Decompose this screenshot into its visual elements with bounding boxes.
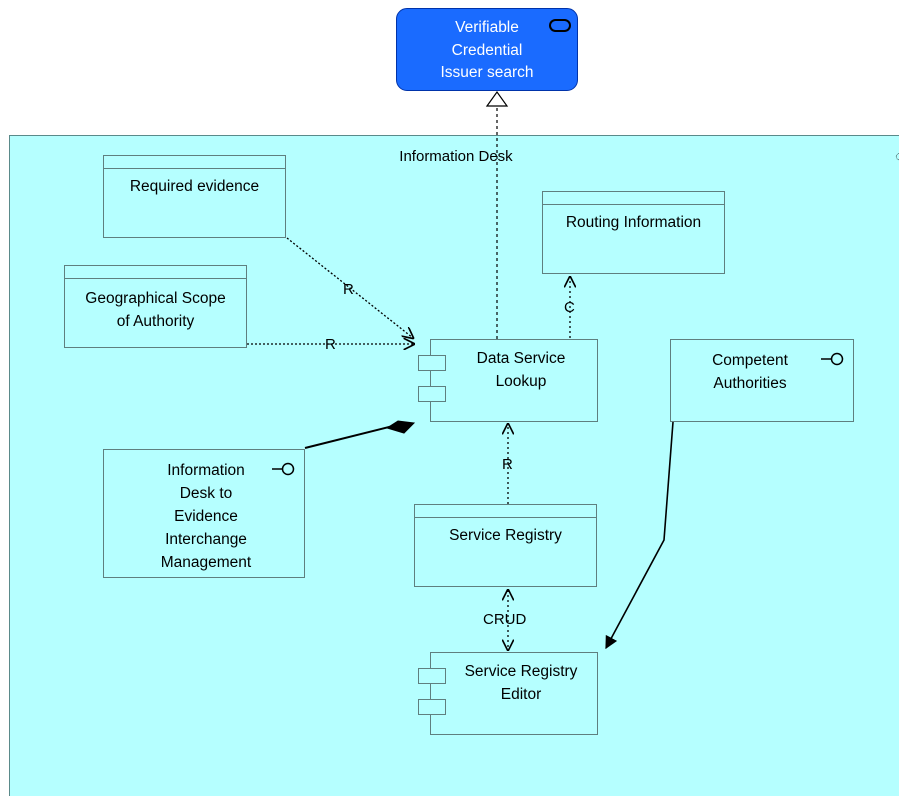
edge-label-required: R	[343, 281, 354, 298]
interface-label-line: Authorities	[713, 375, 787, 392]
object-label: Service Registry	[449, 527, 562, 544]
routing-information-object[interactable]: Routing Information	[542, 191, 725, 274]
object-label-line: Geographical Scope	[85, 290, 226, 307]
interface-label-line: Evidence	[174, 508, 238, 525]
component-label-line: Data Service	[476, 350, 566, 367]
interface-label-line: Interchange	[165, 531, 247, 548]
component-tab	[418, 668, 446, 684]
interface-icon	[272, 462, 295, 476]
interface-label-line: Desk to	[179, 485, 233, 502]
required-evidence-object[interactable]: Required evidence	[103, 155, 286, 238]
interface-label-line: Competent	[712, 352, 788, 369]
object-label-line: of Authority	[116, 313, 195, 330]
component-tab	[418, 355, 446, 371]
collaboration-icon: ◌	[895, 148, 899, 165]
interface-label-line: Information	[167, 462, 245, 479]
interface-icon	[821, 352, 844, 366]
object-label: Required evidence	[129, 178, 260, 195]
component-label-line: Lookup	[495, 373, 547, 390]
object-label: Routing Information	[565, 214, 702, 231]
object-header	[104, 156, 285, 169]
edge-label-routing: C	[564, 299, 575, 316]
service-label-line: Credential	[451, 41, 523, 59]
component-tab	[418, 699, 446, 715]
edge-label-crud: CRUD	[483, 611, 527, 628]
interface-label-line: Management	[160, 554, 252, 571]
object-header	[415, 505, 596, 518]
component-tab	[418, 386, 446, 402]
service-label-line: Verifiable	[455, 19, 519, 36]
service-icon	[549, 19, 571, 32]
service-registry-object[interactable]: Service Registry	[414, 504, 597, 587]
edge-label-geo: R	[325, 336, 336, 353]
competent-authorities-interface[interactable]: Competent Authorities	[670, 339, 854, 422]
data-service-lookup-component[interactable]: Data Service Lookup	[418, 339, 598, 422]
service-registry-editor-component[interactable]: Service Registry Editor	[418, 652, 598, 735]
service-label-line: Issuer search	[440, 64, 534, 81]
geographical-scope-object[interactable]: Geographical Scope of Authority	[64, 265, 247, 348]
edge-label-registry: R	[502, 456, 513, 473]
component-label-line: Service Registry	[464, 663, 578, 680]
group-title: Information Desk	[399, 148, 513, 165]
object-header	[65, 266, 246, 279]
object-header	[543, 192, 724, 205]
realization-triangle	[485, 90, 509, 107]
verifiable-credential-issuer-search-service[interactable]: Verifiable Credential Issuer search	[396, 8, 578, 91]
component-label-line: Editor	[500, 686, 542, 703]
information-desk-interface[interactable]: Information Desk to Evidence Interchange…	[103, 449, 305, 578]
